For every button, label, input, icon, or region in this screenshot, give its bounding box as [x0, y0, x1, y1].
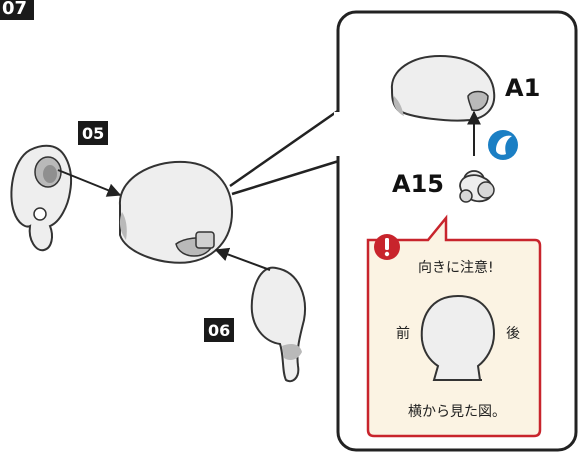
part-a15 — [459, 170, 495, 203]
part-06-label: 06 — [208, 321, 230, 340]
part-05-shoulder — [10, 144, 72, 252]
callout-connector — [229, 106, 343, 196]
exclamation-icon — [374, 234, 400, 260]
part-05-label: 05 — [82, 124, 104, 143]
arrow-06 — [214, 247, 271, 271]
side-view-caption: 横から見た図。 — [408, 404, 506, 420]
part-main-body — [118, 160, 234, 264]
part-a1 — [390, 54, 496, 122]
step-number: 07 — [2, 0, 27, 19]
cement-drop-icon — [488, 130, 518, 160]
back-label: 後 — [506, 326, 520, 342]
part-06-badge: 06 — [204, 318, 234, 342]
part-a1-label: A1 — [505, 74, 540, 102]
step-number-badge: 07 — [0, 0, 34, 20]
head-side-view — [420, 294, 496, 381]
orientation-note: 向きに注意! 前 後 横から見た図。 — [366, 214, 542, 438]
part-05-badge: 05 — [78, 121, 108, 145]
part-06-arm — [250, 266, 306, 383]
front-label: 前 — [396, 325, 410, 342]
part-a15-label: A15 — [392, 170, 444, 198]
arrow-05 — [57, 169, 122, 197]
note-title: 向きに注意! — [418, 259, 494, 276]
